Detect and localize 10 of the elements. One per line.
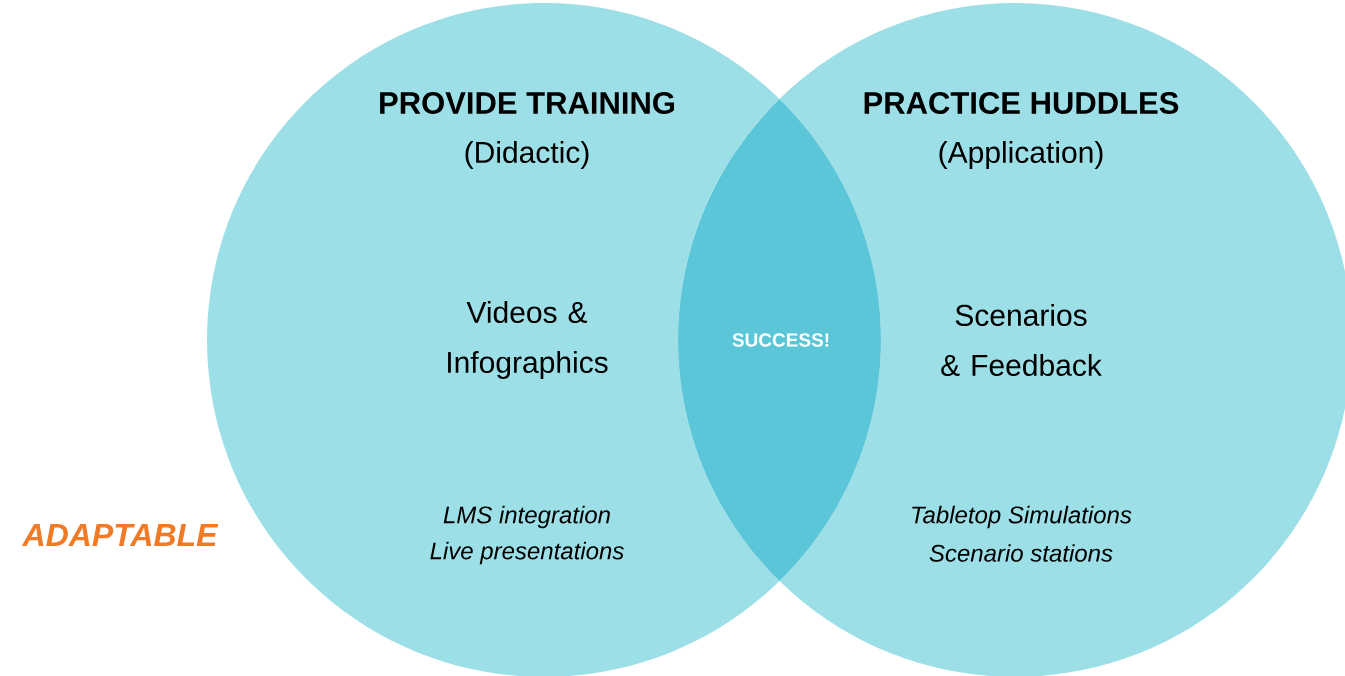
- body-text: Scenarios & Feedback: [941, 303, 1102, 376]
- side-label: ADAPTABLE: [21, 524, 219, 546]
- heading: PROVIDE TRAINING: [380, 92, 675, 114]
- list-item: LMS integration: [443, 505, 610, 529]
- body-text: Videos & Infographics: [448, 301, 608, 379]
- list-item: Scenario stations: [929, 544, 1113, 562]
- subheading: (Didactic): [465, 141, 589, 169]
- list-item: Live presentations: [430, 541, 624, 565]
- list-item: Tabletop Simulations: [912, 505, 1132, 529]
- subheading: (Application): [939, 141, 1103, 169]
